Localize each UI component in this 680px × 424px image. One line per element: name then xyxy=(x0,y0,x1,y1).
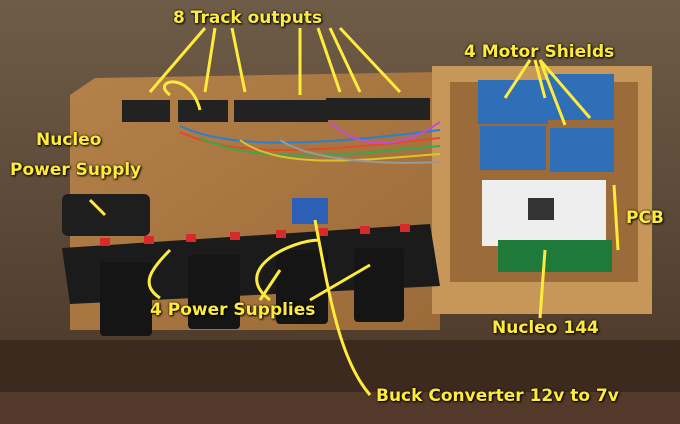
wires xyxy=(179,121,441,164)
label-nucleo-144: Nucleo 144 xyxy=(492,318,599,338)
label-motor-shields: 4 Motor Shields xyxy=(464,42,615,62)
label-pcb: PCB xyxy=(626,208,664,228)
terminal-blocks xyxy=(122,98,430,122)
power-strip xyxy=(62,224,440,304)
nucleo-power-supply xyxy=(62,194,150,236)
buck-converter xyxy=(292,198,328,224)
label-buck-converter: Buck Converter 12v to 7v xyxy=(376,386,619,406)
label-track-outputs: 8 Track outputs xyxy=(173,8,323,28)
label-nucleo-supply-line1: Nucleo xyxy=(36,130,102,150)
label-nucleo-supply-line2: Power Supply xyxy=(10,160,142,180)
label-power-supplies: 4 Power Supplies xyxy=(150,300,316,320)
annotation-arrows xyxy=(88,26,620,396)
nucleo-chip xyxy=(528,198,554,220)
pcb-board xyxy=(498,240,612,272)
power-switches xyxy=(100,224,410,246)
motor-shields xyxy=(478,74,614,172)
floor-tiles xyxy=(0,392,680,424)
